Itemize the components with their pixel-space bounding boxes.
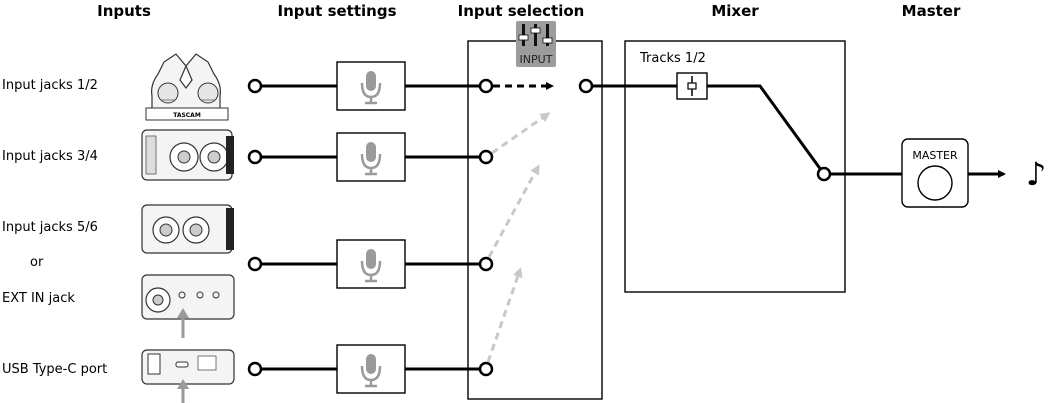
input-terminal [247,361,263,377]
fader-icon [676,72,708,100]
header-master: Master [902,2,961,20]
input-row-2 [247,132,494,182]
master-label: MASTER [912,149,958,162]
input-button-label: INPUT [520,53,553,66]
input-label-or: or [30,255,44,270]
inactive-selection-arrow [487,164,540,258]
input-terminal [247,78,263,94]
input-selection-box [467,40,603,400]
selection-terminal [478,256,494,272]
input-row-1 [247,61,494,111]
header-input-selection: Input selection [458,2,585,20]
input-label-jacks-3-4: Input jacks 3/4 [2,149,98,164]
device-combo-jacks-5-6-image [141,204,234,254]
input-label-ext-in: EXT IN jack [2,291,75,306]
input-label-jacks-1-2: Input jacks 1/2 [2,78,98,93]
device-usb-c-image [141,349,235,403]
selection-output-terminal [578,78,594,94]
input-label-jacks-5-6: Input jacks 5/6 [2,220,98,235]
header-input-settings: Input settings [278,2,397,20]
input-terminal [247,149,263,165]
master-block: MASTER [901,138,969,208]
music-note-icon: ♪ [1026,155,1046,193]
device-ext-in-image [141,274,235,338]
input-row-4 [247,344,494,394]
device-xy-mic-image: TASCAM [145,53,229,121]
mixer-box [624,40,846,293]
mixer-output-terminal [816,166,832,182]
selection-terminal [478,149,494,165]
device-brand-text: TASCAM [173,112,201,119]
mixer-signal-line [592,84,902,176]
device-combo-jacks-3-4-image [141,129,234,181]
selection-terminal [478,361,494,377]
input-label-usb: USB Type-C port [2,362,107,377]
inactive-selection-arrow [486,267,523,363]
input-terminal [247,256,263,272]
input-row-3 [247,239,494,289]
selection-terminal [478,78,494,94]
header-inputs: Inputs [97,2,151,20]
header-mixer: Mixer [711,2,759,20]
knob-icon [917,165,953,201]
input-button-icon: INPUT [516,21,556,67]
mixer-tracks-label: Tracks 1/2 [639,51,706,66]
